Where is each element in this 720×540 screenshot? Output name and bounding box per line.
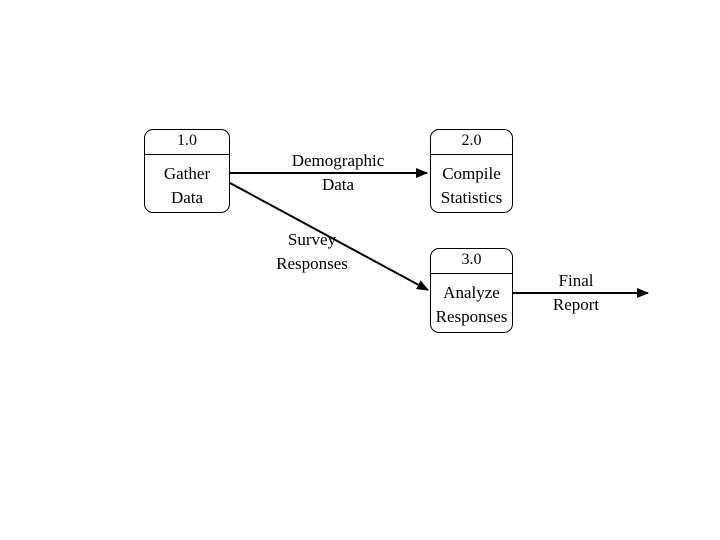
process-name-line: Analyze (443, 283, 500, 302)
process-name-line: Compile (442, 164, 501, 183)
flow-label-line: Demographic (291, 151, 385, 170)
process-name-line: Responses (435, 307, 508, 326)
process-name: Gather Data (135, 162, 239, 210)
flow-label-line: Responses (276, 254, 348, 273)
process-name: Analyze Responses (421, 281, 522, 329)
flow-label-demographic-data: Demographic Data (276, 149, 400, 197)
flow-label-line: Data (321, 175, 355, 194)
flow-label-survey-responses: Survey Responses (262, 228, 362, 276)
flow-label-line: Report (552, 295, 600, 314)
process-number: 3.0 (431, 249, 512, 274)
process-number: 1.0 (145, 130, 229, 155)
process-name: Compile Statistics (421, 162, 522, 210)
survey-responses-arrow (229, 182, 429, 291)
process-name-line: Statistics (440, 188, 503, 207)
process-number: 2.0 (431, 130, 512, 155)
flow-label-line: Survey (287, 230, 337, 249)
process-compile-statistics: 2.0 Compile Statistics (430, 129, 513, 213)
process-gather-data: 1.0 Gather Data (144, 129, 230, 213)
flow-label-final-report: Final Report (540, 269, 612, 317)
process-name-line: Data (170, 188, 204, 207)
process-name-line: Gather (163, 164, 211, 183)
flow-label-line: Final (558, 271, 594, 290)
process-analyze-responses: 3.0 Analyze Responses (430, 248, 513, 333)
